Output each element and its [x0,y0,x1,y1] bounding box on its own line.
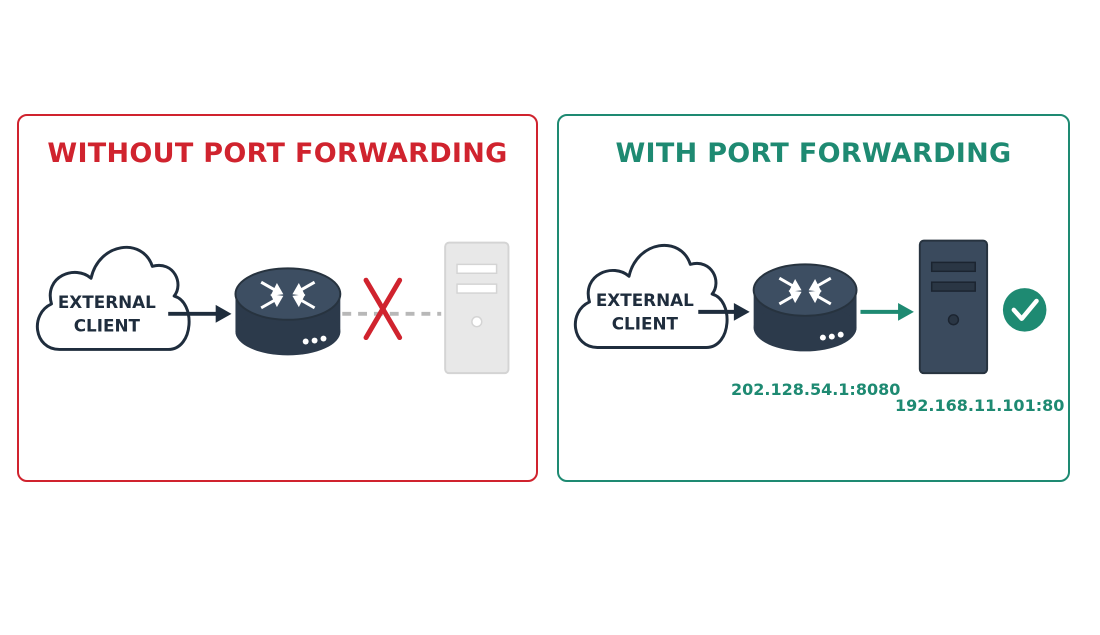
panel-with-port-forwarding: WITH PORT FORWARDING EXTERNAL CLIENT [557,114,1070,482]
router-icon [752,263,858,352]
client-label-line2: CLIENT [612,314,679,334]
arrow-client-to-router [168,304,232,323]
panel-title-without: WITHOUT PORT FORWARDING [47,138,508,169]
arrow-client-to-router [698,302,750,321]
client-label-line1: EXTERNAL [596,290,694,310]
client-label-line1: EXTERNAL [58,292,156,312]
checkmark-circle-icon [1002,288,1047,332]
diagram-with: EXTERNAL CLIENT [573,239,1047,375]
server-icon [444,241,510,375]
server-address-label: 192.168.11.101:80 [895,396,1065,415]
x-mark-icon [363,277,403,341]
client-label-line2: CLIENT [74,316,141,336]
arrow-router-to-server [860,302,914,321]
diagram-without: EXTERNAL CLIENT [35,241,510,375]
panel-title-with: WITH PORT FORWARDING [615,138,1012,169]
panel-without-port-forwarding: WITHOUT PORT FORWARDING EXTERNAL CLIENT [17,114,538,482]
cloud-icon: EXTERNAL CLIENT [35,245,191,351]
server-icon [918,239,989,375]
router-address-label: 202.128.54.1:8080 [731,380,901,399]
router-icon [234,267,342,356]
cloud-icon: EXTERNAL CLIENT [573,243,729,349]
